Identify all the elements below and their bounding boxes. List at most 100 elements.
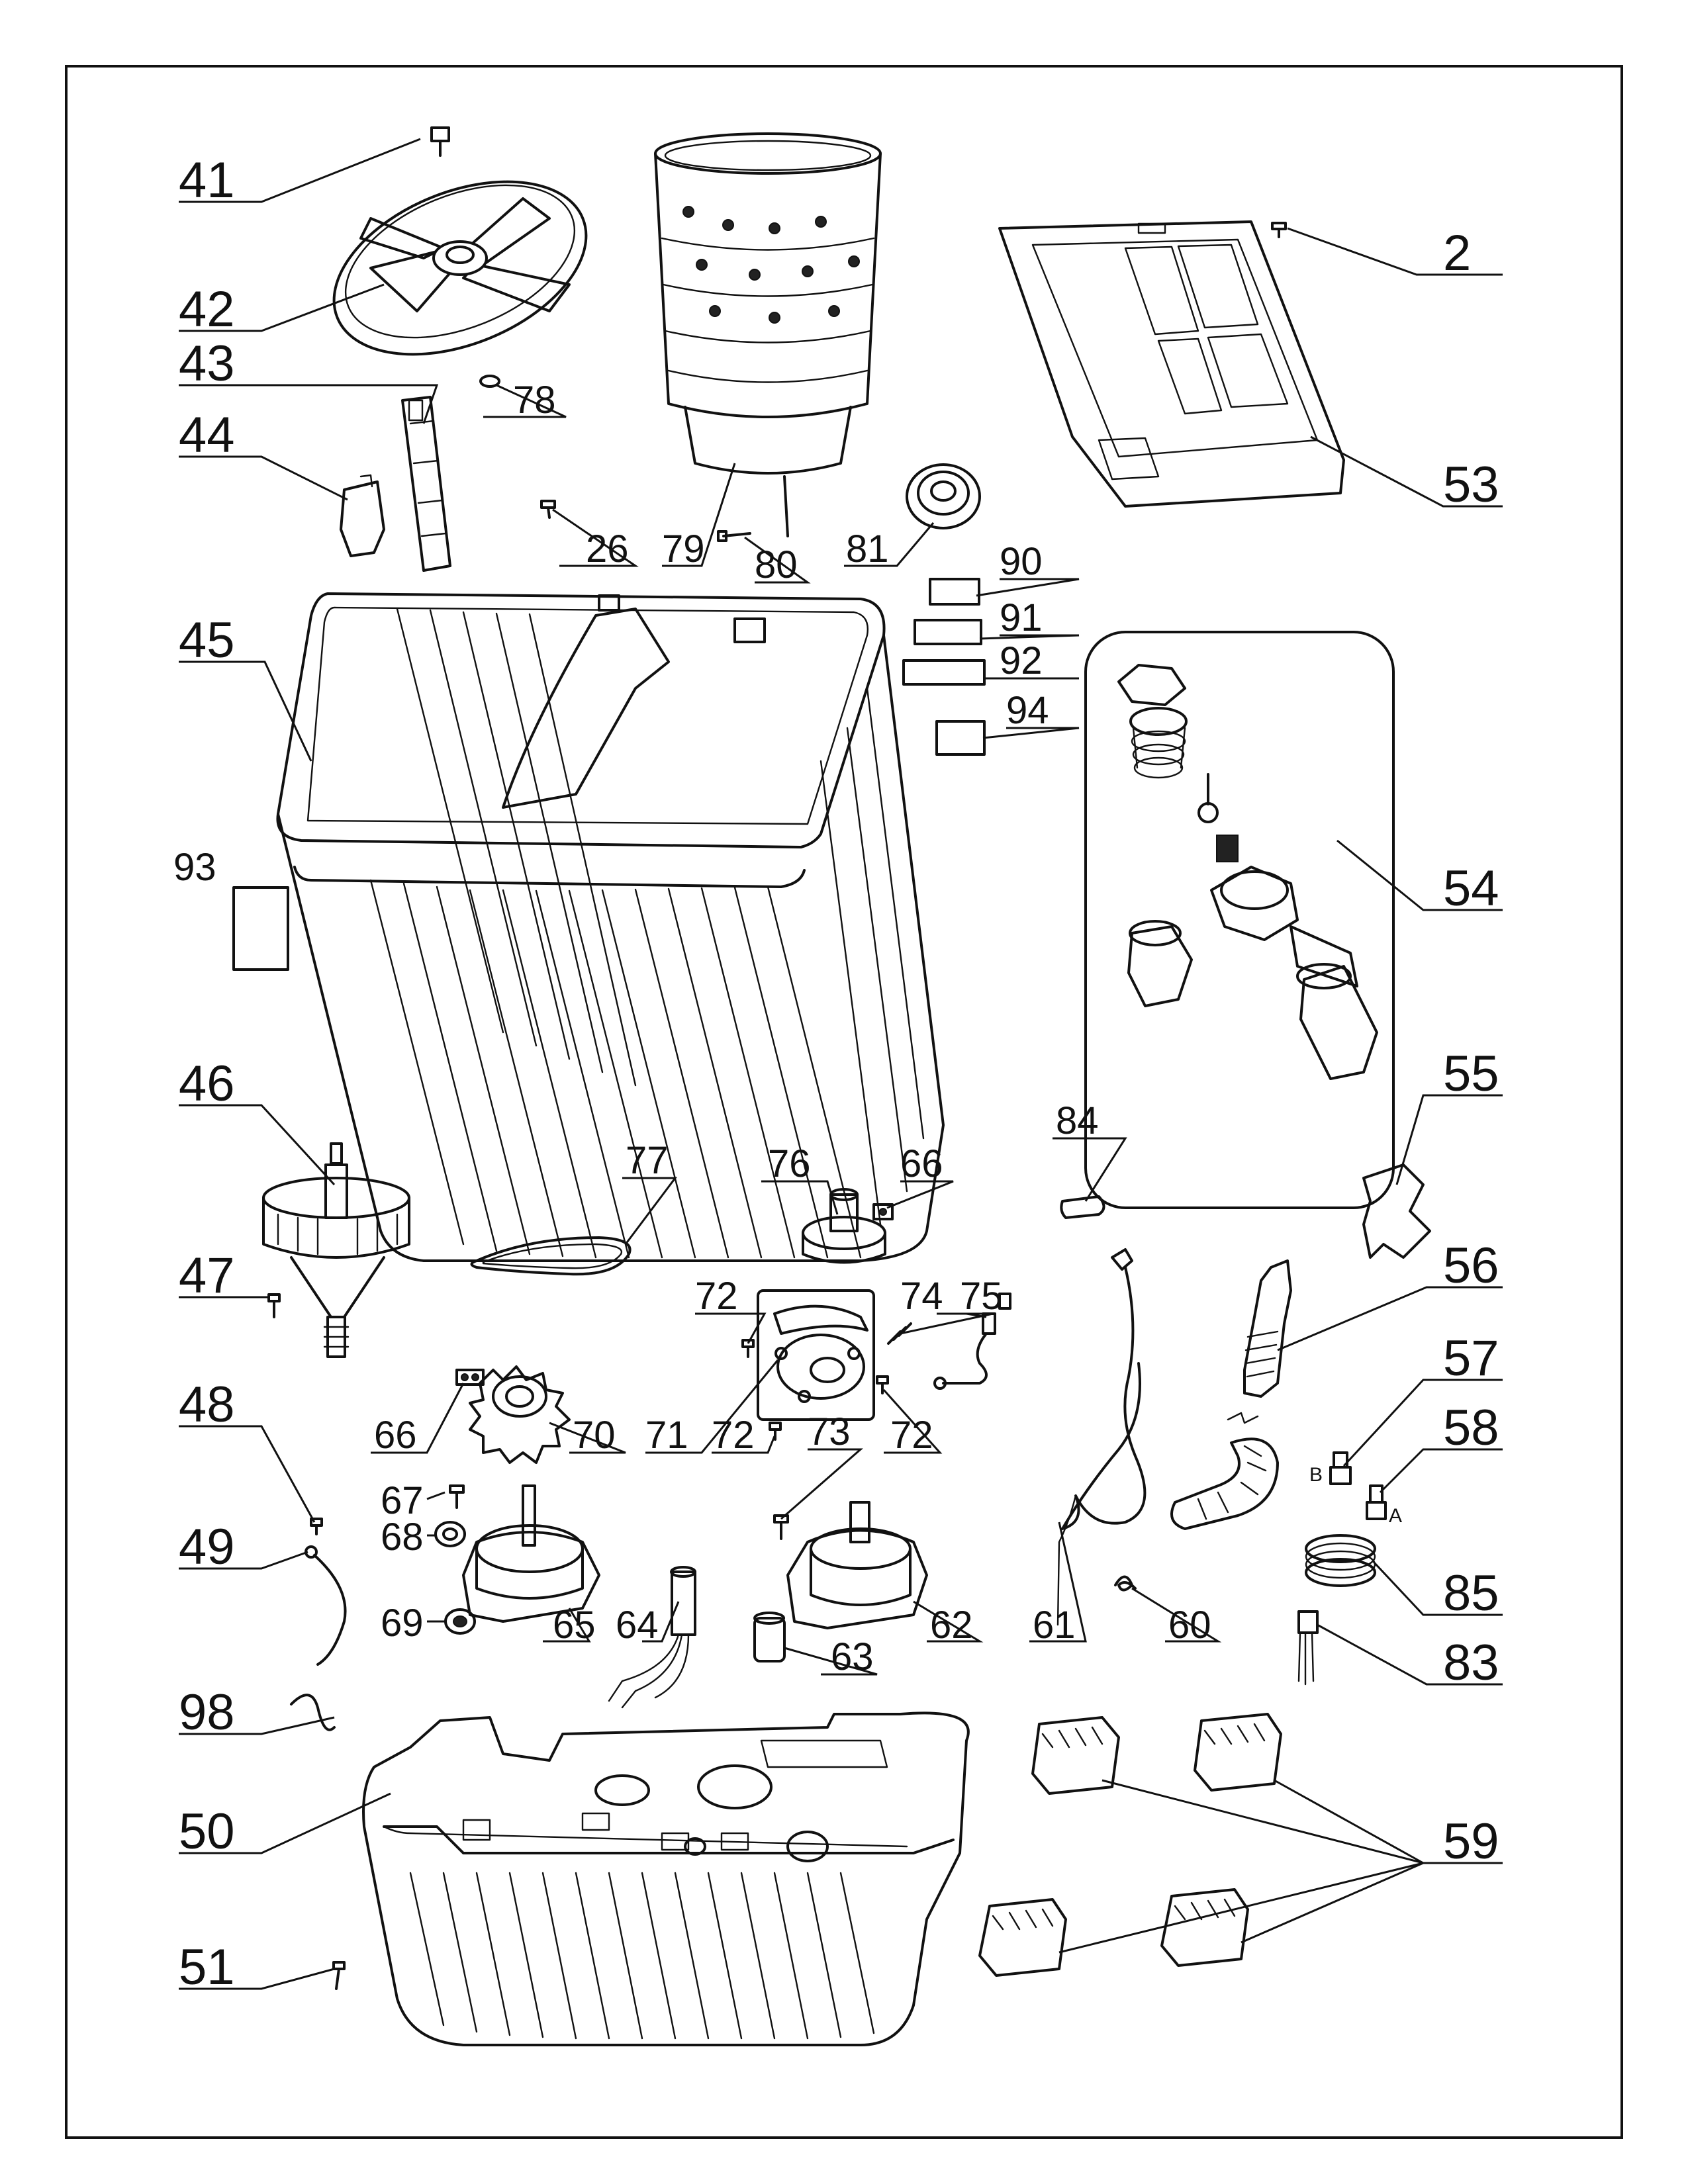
- callout-49: 49: [179, 1519, 235, 1575]
- callout-74: 74: [900, 1275, 943, 1318]
- part-65-wash-motor: [462, 1484, 600, 1623]
- callout-78: 78: [513, 379, 556, 422]
- part-51-screw: [332, 1961, 346, 1990]
- leader-lines: [179, 138, 1503, 1990]
- callout-48: 48: [179, 1377, 235, 1433]
- part-78-ring: [479, 375, 500, 388]
- callout-70: 70: [573, 1414, 616, 1457]
- callout-71: 71: [645, 1414, 688, 1457]
- callout-84: 84: [1056, 1099, 1099, 1142]
- label-91-sticker: [914, 619, 982, 645]
- part-72-screw-c: [876, 1375, 889, 1394]
- callout-98: 98: [179, 1684, 235, 1741]
- label-90-sticker: [929, 578, 980, 606]
- part-59-foot-2: [1194, 1713, 1282, 1792]
- callout-51: 51: [179, 1939, 235, 1995]
- callout-60: 60: [1168, 1604, 1211, 1647]
- part-76-pulley: [802, 1188, 886, 1264]
- part-77-drive-belt: [470, 1236, 632, 1276]
- part-85-seal: [1305, 1534, 1376, 1587]
- part-41-screw: [430, 126, 450, 157]
- callout-67: 67: [381, 1479, 424, 1522]
- callout-56: 56: [1443, 1238, 1499, 1294]
- callout-54: 54: [1443, 860, 1499, 917]
- part-53-control-panel-base: [998, 220, 1345, 508]
- callout-62: 62: [930, 1604, 973, 1647]
- callout-59: 59: [1443, 1813, 1499, 1870]
- part-69-bushing: [444, 1608, 476, 1635]
- callout-92: 92: [1000, 639, 1043, 682]
- part-26-screw: [540, 500, 556, 519]
- callout-75: 75: [960, 1275, 1003, 1318]
- callout-64: 64: [616, 1604, 659, 1647]
- part-74-spring: [887, 1322, 912, 1345]
- label-92-sticker: [902, 659, 986, 686]
- part-50-base: [362, 1711, 970, 2046]
- part-56-drain-hose: [1170, 1259, 1292, 1530]
- part-62-spin-motor: [786, 1501, 928, 1629]
- callout-93: 93: [173, 846, 216, 889]
- part-46-clutch-assembly: [262, 1142, 410, 1358]
- label-94-sticker: [935, 720, 986, 756]
- part-66-fastener-left: [455, 1369, 485, 1386]
- callout-72-a: 72: [695, 1275, 738, 1318]
- part-75-sensor: [933, 1293, 1011, 1390]
- part-43-filter-frame: [401, 396, 451, 572]
- part-79-inner-drum: [654, 132, 882, 537]
- part-83-connector: [1297, 1610, 1319, 1686]
- callout-labels: 41 42 43 44 78 26 79 80 81 2 53 90 91 92…: [173, 152, 1499, 1995]
- callout-77: 77: [626, 1139, 669, 1182]
- part-72-screw-b: [769, 1422, 782, 1441]
- page-border: [65, 65, 1623, 2139]
- part-71-motor-bracket: [757, 1289, 875, 1421]
- callout-2: 2: [1443, 225, 1471, 281]
- part-58-pin: [1366, 1484, 1387, 1520]
- part-61-power-cord: [1056, 1248, 1147, 1626]
- callout-76: 76: [768, 1142, 811, 1185]
- callout-43: 43: [179, 336, 235, 392]
- part-47-screw: [267, 1293, 281, 1318]
- part-80-bolt: [717, 530, 751, 542]
- callout-26: 26: [586, 527, 629, 570]
- letter-mark-a: A: [1389, 1505, 1402, 1527]
- part-45-outer-tub: [276, 592, 945, 1262]
- part-98-wire: [290, 1694, 336, 1731]
- part-55-bracket: [1362, 1163, 1431, 1259]
- callout-45: 45: [179, 612, 235, 668]
- callout-66-top: 66: [900, 1142, 943, 1185]
- part-42-pulsator: [332, 180, 588, 356]
- part-84-clip: [1060, 1195, 1105, 1219]
- part-66-fastener-top: [872, 1203, 894, 1220]
- callout-69: 69: [381, 1602, 424, 1645]
- part-68-washer: [434, 1521, 466, 1547]
- callout-61: 61: [1033, 1604, 1076, 1647]
- part-57-pin: [1329, 1451, 1352, 1485]
- callout-79: 79: [662, 527, 705, 570]
- callout-41: 41: [179, 152, 235, 208]
- callout-63: 63: [831, 1635, 874, 1678]
- callout-42: 42: [179, 281, 235, 338]
- callout-91: 91: [1000, 596, 1043, 639]
- callout-90: 90: [1000, 540, 1043, 583]
- part-73-screw: [773, 1514, 789, 1540]
- part-70-wheel: [469, 1365, 571, 1464]
- callout-53: 53: [1443, 457, 1499, 513]
- part-59-foot-1: [1031, 1716, 1120, 1795]
- callout-81: 81: [846, 527, 889, 570]
- callout-57: 57: [1443, 1330, 1499, 1387]
- part-67-screw: [449, 1484, 465, 1509]
- callout-68: 68: [381, 1516, 424, 1559]
- callout-65: 65: [553, 1604, 596, 1647]
- part-2-screw: [1271, 222, 1287, 238]
- callout-72-b: 72: [712, 1414, 755, 1457]
- part-59-foot-4: [1160, 1888, 1249, 1967]
- callout-55: 55: [1443, 1046, 1499, 1102]
- part-81-bearing: [906, 463, 981, 529]
- part-72-screw-a: [741, 1339, 755, 1358]
- callout-85: 85: [1443, 1565, 1499, 1621]
- part-54-drain-valve-assembly: [1084, 631, 1395, 1209]
- callout-47: 47: [179, 1248, 235, 1304]
- part-44-lint-filter: [340, 474, 385, 557]
- callout-46: 46: [179, 1056, 235, 1112]
